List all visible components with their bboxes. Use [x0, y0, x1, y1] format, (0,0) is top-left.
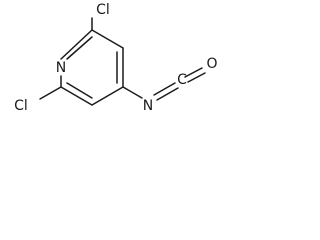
bond-c6-cl-bottom [39, 86, 62, 100]
bond-c2-c3 [91, 29, 124, 49]
atom-c-iso: C [177, 72, 187, 88]
atom-o-iso: O [206, 56, 217, 72]
bond-c-o-iso-a [187, 72, 206, 83]
bond-n-c-iso-b [153, 82, 176, 96]
atom-n-ring: N [56, 60, 66, 76]
bond-c-o-iso-b [184, 67, 203, 78]
bond-n1-c2-inner [66, 36, 93, 60]
atom-cl-top: Cl [96, 2, 110, 18]
bond-c5-c6 [60, 86, 93, 106]
bond-n1-c2 [60, 29, 93, 60]
bond-c4-n-iso [122, 86, 143, 99]
bond-c5-c6-inner [66, 82, 93, 99]
atom-cl-bottom: Cl [14, 98, 28, 114]
bond-c4-c5 [91, 86, 124, 106]
chemical-structure: Cl N Cl N C O [14, 2, 217, 114]
bond-n-c-iso-a [156, 87, 179, 101]
atom-n-iso: N [143, 98, 153, 114]
